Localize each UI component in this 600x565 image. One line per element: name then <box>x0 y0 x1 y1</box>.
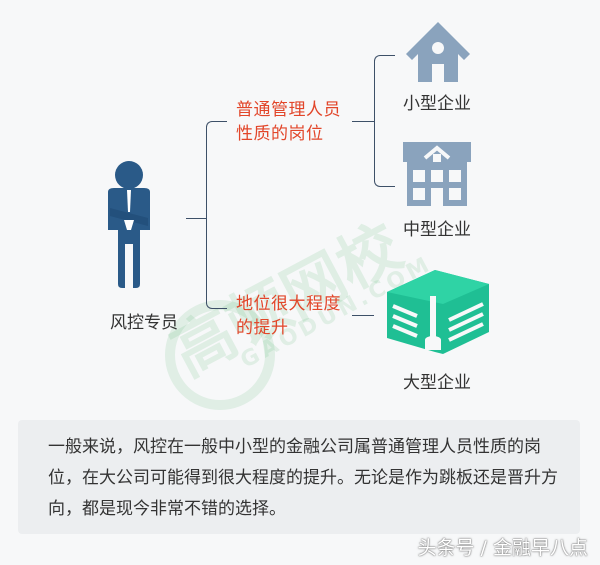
connector <box>352 315 374 316</box>
watermark-logo-ring <box>165 300 275 410</box>
child-label-large: 大型企业 <box>403 373 471 393</box>
branch-label-ordinary: 普通管理人员 性质的岗位 <box>236 100 341 144</box>
note-text: 一般来说，风控在一般中小型的金融公司属普通管理人员性质的岗位，在大公司可能得到很… <box>48 437 558 519</box>
connector <box>352 121 374 122</box>
branch-label-promotion: 地位很大程度 的提升 <box>236 294 341 338</box>
large-office-building-icon <box>387 270 489 354</box>
source-footer: 头条号 / 金融早八点 <box>417 537 588 559</box>
child-label-medium: 中型企业 <box>403 220 471 240</box>
bracket-level1 <box>206 121 227 309</box>
medium-building-icon <box>403 142 471 206</box>
small-house-icon <box>406 22 470 82</box>
root-label: 风控专员 <box>110 313 178 333</box>
connector <box>186 218 206 219</box>
child-label-small: 小型企业 <box>403 94 471 114</box>
bracket-level2 <box>374 55 395 187</box>
businessman-icon <box>108 161 150 288</box>
explanation-note: 一般来说，风控在一般中小型的金融公司属普通管理人员性质的岗位，在大公司可能得到很… <box>18 420 580 534</box>
